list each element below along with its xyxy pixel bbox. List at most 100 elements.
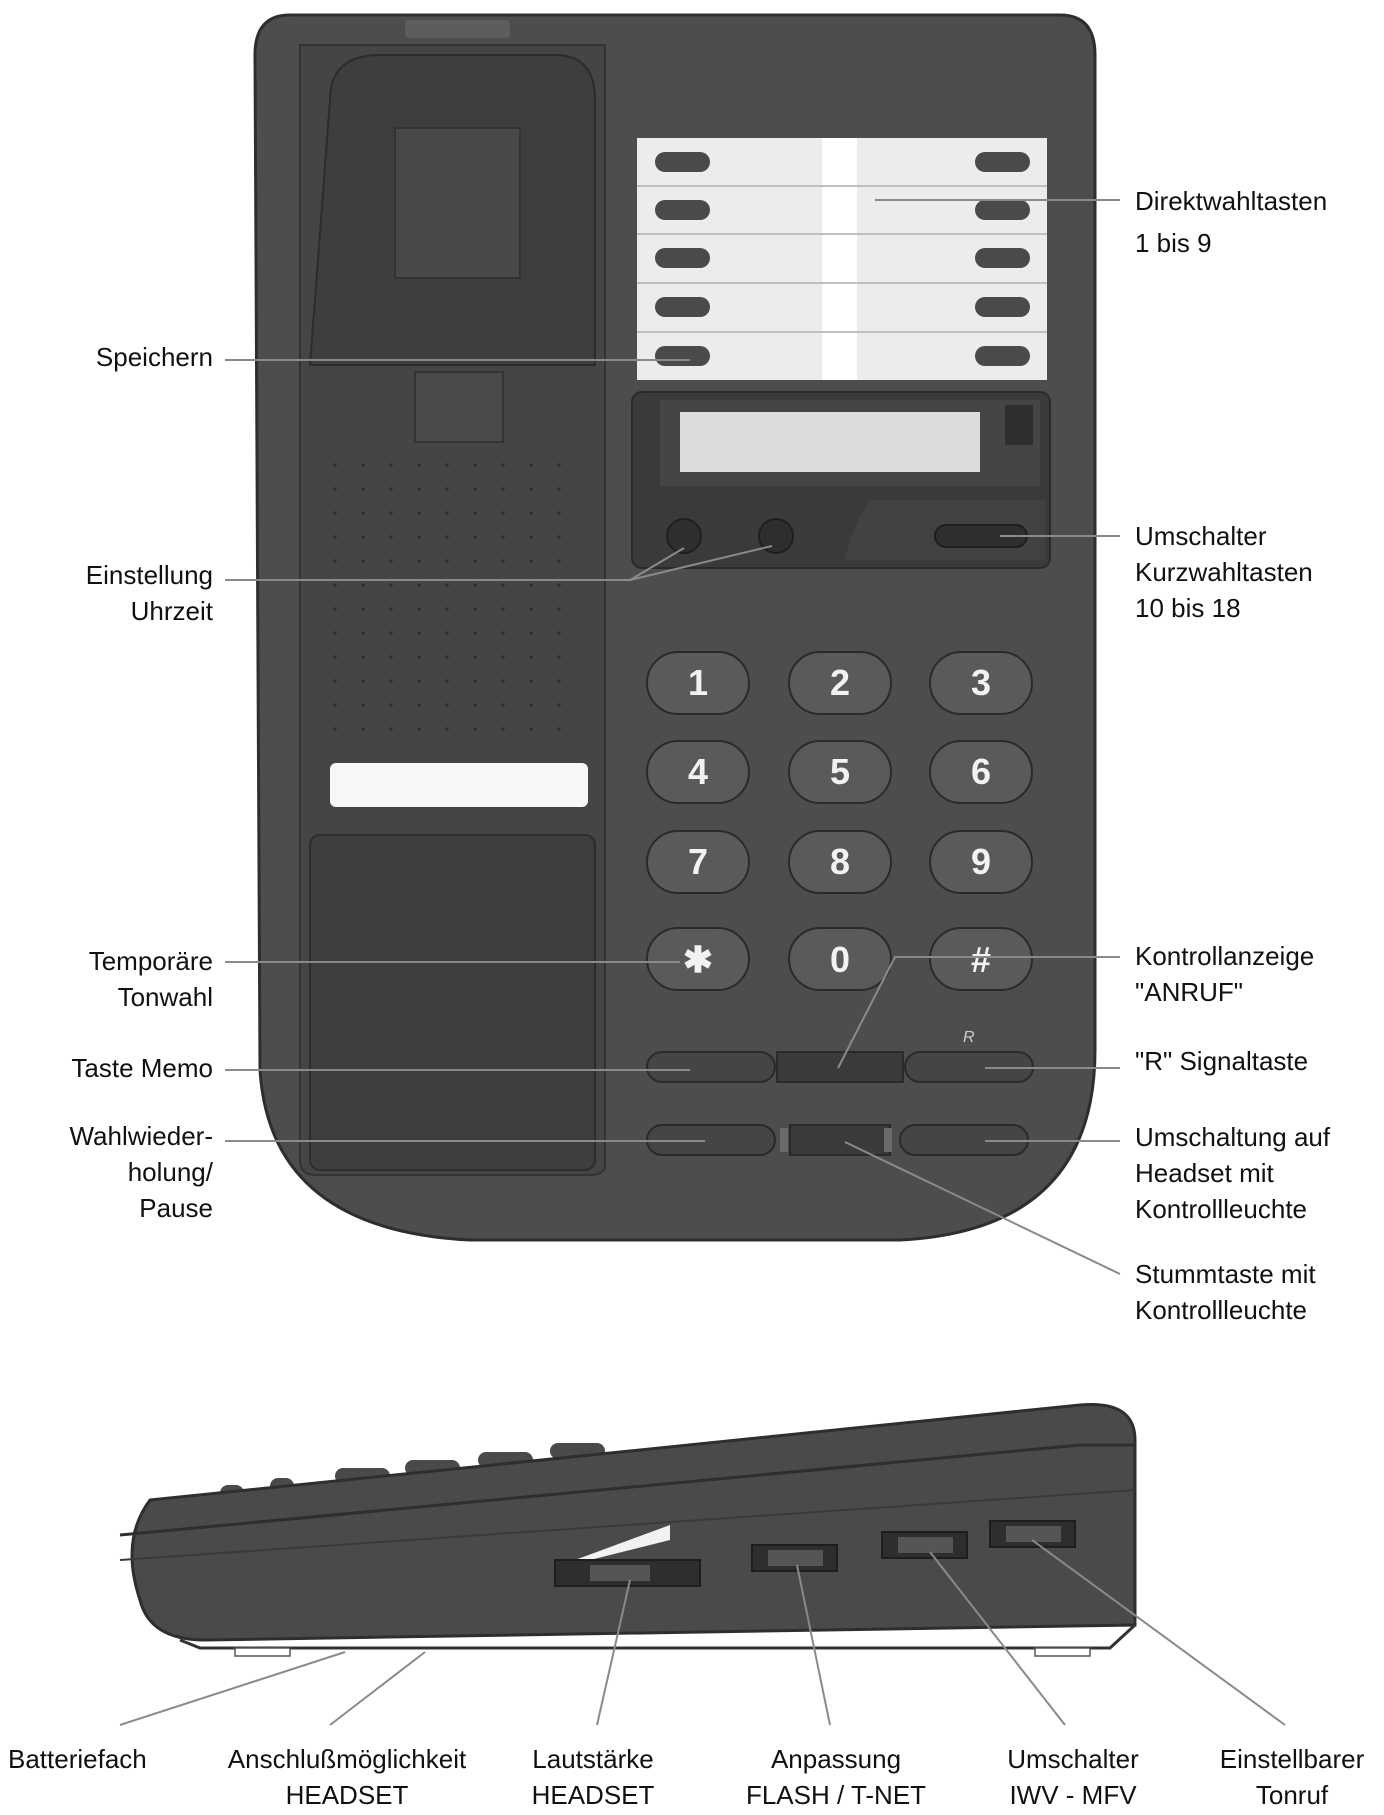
speaker-dot — [333, 559, 337, 563]
speaker-dot — [445, 559, 449, 563]
speaker-dot — [557, 655, 561, 659]
label-pause: Pause — [139, 1193, 213, 1223]
speaker-dot — [333, 535, 337, 539]
speaker-dot — [389, 679, 393, 683]
speaker-dot — [473, 679, 477, 683]
key-9[interactable]: 9 — [929, 830, 1033, 894]
label-anschluss-headset: HEADSET — [286, 1780, 409, 1810]
speaker-dot — [473, 631, 477, 635]
mute-key[interactable] — [789, 1124, 891, 1156]
label-lautstaerke: Lautstärke — [532, 1744, 653, 1774]
label-direktwahltasten: Direktwahltasten — [1135, 186, 1327, 216]
label-umschalter-side: Umschalter — [1007, 1744, 1139, 1774]
direct-dial-key-9[interactable] — [975, 346, 1030, 366]
speaker-dot — [445, 703, 449, 707]
speaker-dot — [361, 703, 365, 707]
speaker-dot — [361, 727, 365, 731]
direct-dial-key-5[interactable] — [975, 152, 1030, 172]
direct-dial-key-3[interactable] — [655, 248, 710, 268]
label-umschaltung-auf: Umschaltung auf — [1135, 1122, 1331, 1152]
speaker-dot — [445, 463, 449, 467]
speaker-dot — [417, 679, 421, 683]
speaker-dot — [529, 487, 533, 491]
label-batteriefach: Batteriefach — [8, 1744, 147, 1774]
label-uhrzeit: Uhrzeit — [131, 596, 214, 626]
speaker-dot — [445, 679, 449, 683]
label-strip — [330, 763, 588, 807]
speaker-dot — [501, 535, 505, 539]
key-3-label: 3 — [971, 662, 991, 703]
side-body — [130, 1402, 1137, 1642]
mute-led-left — [780, 1128, 788, 1152]
speaker-dot — [445, 511, 449, 515]
key-6[interactable]: 6 — [929, 740, 1033, 804]
speaker-dot — [417, 463, 421, 467]
key-0[interactable]: 0 — [788, 927, 892, 991]
direct-dial-key-2[interactable] — [655, 200, 710, 220]
speaker-dot — [417, 487, 421, 491]
key-8-label: 8 — [830, 841, 850, 882]
speaker-dot — [389, 607, 393, 611]
earpiece-window — [394, 127, 521, 279]
speaker-dot — [473, 727, 477, 731]
speaker-dot — [501, 511, 505, 515]
speaker-dot — [473, 703, 477, 707]
key-3[interactable]: 3 — [929, 651, 1033, 715]
side-base — [179, 1623, 1137, 1650]
memo-key[interactable] — [646, 1051, 776, 1083]
speaker-dot — [501, 583, 505, 587]
speaker-dot — [445, 655, 449, 659]
speaker-dot — [417, 511, 421, 515]
key-2-label: 2 — [830, 662, 850, 703]
direct-dial-key-8[interactable] — [975, 297, 1030, 317]
speaker-dot — [501, 463, 505, 467]
direct-dial-key-1[interactable] — [655, 152, 710, 172]
side-wedge — [575, 1525, 670, 1560]
key-1[interactable]: 1 — [646, 651, 750, 715]
key-4[interactable]: 4 — [646, 740, 750, 804]
key-star[interactable]: ✱ — [646, 927, 750, 991]
speaker-dot — [529, 463, 533, 467]
label-tonruf: Tonruf — [1256, 1780, 1329, 1810]
speaker-dot — [557, 559, 561, 563]
label-stummtaste: Stummtaste mit — [1135, 1259, 1316, 1289]
clock-set-button-left[interactable] — [666, 518, 702, 554]
handset-mouthpiece — [309, 834, 596, 1171]
label-kontrollleuchte-headset: Kontrollleuchte — [1135, 1194, 1307, 1224]
key-hash[interactable]: # — [929, 927, 1033, 991]
direct-dial-key-4[interactable] — [655, 297, 710, 317]
speaker-dot — [501, 487, 505, 491]
key-2[interactable]: 2 — [788, 651, 892, 715]
speaker-dot — [529, 559, 533, 563]
speaker-dot — [557, 511, 561, 515]
direct-dial-key-7[interactable] — [975, 248, 1030, 268]
clock-set-button-right[interactable] — [758, 518, 794, 554]
key-4-label: 4 — [688, 751, 708, 792]
speaker-dot — [389, 727, 393, 731]
speaker-dot — [417, 607, 421, 611]
label-kurzwahltasten-range: 10 bis 18 — [1135, 593, 1241, 623]
save-key[interactable] — [655, 346, 710, 366]
key-8[interactable]: 8 — [788, 830, 892, 894]
speaker-dot — [557, 487, 561, 491]
speaker-dot — [473, 559, 477, 563]
label-kontrollanzeige: Kontrollanzeige — [1135, 941, 1314, 971]
speaker-dot — [417, 703, 421, 707]
key-5[interactable]: 5 — [788, 740, 892, 804]
speaker-dot — [389, 703, 393, 707]
speaker-dot — [333, 631, 337, 635]
key-1-label: 1 — [688, 662, 708, 703]
speaker-dot — [445, 727, 449, 731]
speaker-dot — [389, 463, 393, 467]
direct-dial-key-6[interactable] — [975, 200, 1030, 220]
foot-right — [1034, 1647, 1091, 1657]
speaker-dot — [501, 679, 505, 683]
speaker-dot — [557, 727, 561, 731]
label-kontrollleuchte-stumm: Kontrollleuchte — [1135, 1295, 1307, 1325]
speaker-dot — [333, 463, 337, 467]
speaker-dot — [389, 631, 393, 635]
key-7[interactable]: 7 — [646, 830, 750, 894]
key-5-label: 5 — [830, 751, 850, 792]
speaker-dot — [529, 727, 533, 731]
label-headset-mit: Headset mit — [1135, 1158, 1274, 1188]
